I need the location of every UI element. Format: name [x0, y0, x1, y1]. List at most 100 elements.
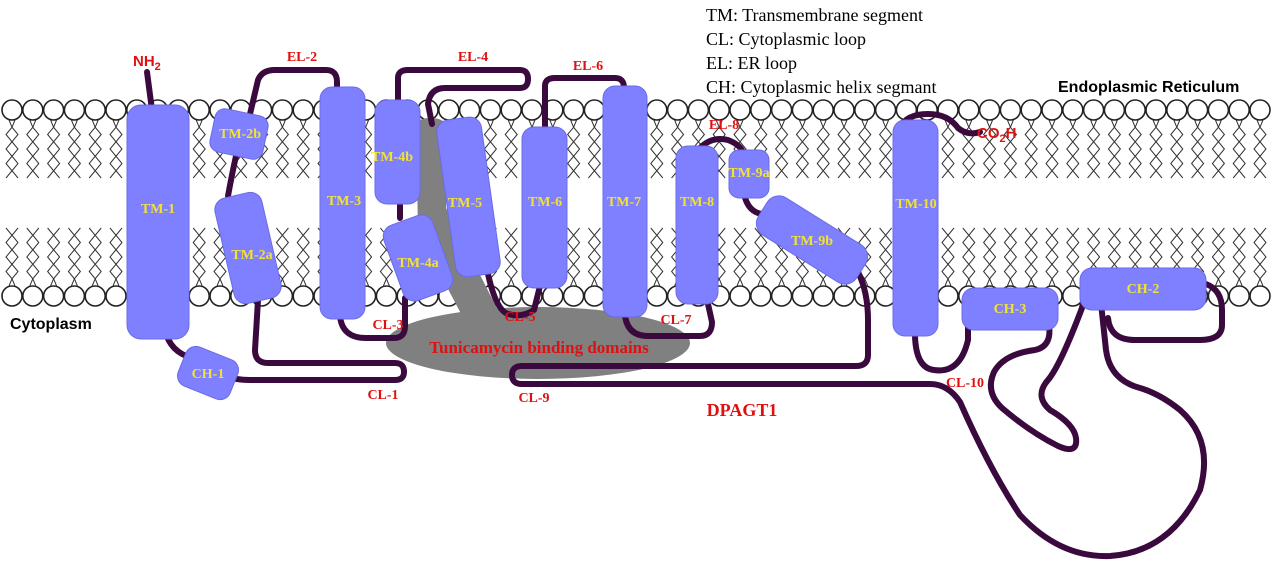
ch3-helix	[961, 287, 1059, 331]
lipid-head	[666, 99, 689, 121]
lipid-tail	[962, 227, 976, 287]
tm5-helix	[436, 116, 501, 278]
tm6-helix	[521, 126, 568, 289]
legend-el: EL: ER loop	[706, 53, 797, 73]
c-terminus-suffix: H	[1006, 125, 1017, 142]
lipid-tail	[1066, 227, 1080, 287]
lipid-head	[687, 99, 710, 121]
tm10-label: TM-10	[895, 197, 936, 212]
lipid-tail	[941, 119, 955, 179]
tm7-helix	[602, 85, 648, 318]
tm2a-helix	[214, 191, 282, 305]
helix-labels: TM-1 TM-2b TM-2a TM-3 TM-4b TM-4a TM-5 T…	[141, 127, 1159, 382]
lipid-head	[1249, 285, 1271, 307]
lipid-head	[1166, 99, 1188, 121]
cl5-label: CL-5	[504, 310, 535, 325]
lipid-tail	[5, 227, 19, 287]
lipid-tail	[982, 119, 997, 179]
tm9a-helix	[728, 149, 770, 199]
lipid-head	[521, 99, 543, 121]
lipid-tail	[1170, 119, 1184, 179]
lipid-tail	[1003, 227, 1018, 287]
lipid-head	[21, 285, 44, 307]
lipid-head	[874, 99, 897, 121]
lipid-head	[562, 285, 585, 307]
lipid-tail	[26, 119, 40, 179]
cl1-label: CL-1	[367, 388, 398, 403]
lipid-head	[833, 99, 855, 121]
lipid-head	[791, 99, 814, 121]
legend-tm: TM: Transmembrane segment	[706, 5, 923, 25]
ch3-loop-chain	[987, 281, 1089, 453]
tm2b-label: TM-2b	[219, 127, 261, 142]
lipid-head	[1020, 99, 1042, 121]
lipid-head	[770, 285, 793, 307]
lipid-tail	[982, 227, 997, 287]
tm2a-to-tm2b-chain	[225, 153, 239, 199]
loop-labels: EL-2 EL-4 EL-6 EL-8 CL-1 CL-3 CL-5 CL-7 …	[287, 50, 984, 406]
lipid-head	[1207, 99, 1230, 121]
lipid-tail	[587, 119, 602, 179]
lipid-tail	[26, 227, 40, 287]
tm10-helix	[892, 119, 939, 337]
lipid-head	[853, 99, 876, 121]
lipid-tail	[109, 227, 123, 287]
tm1-helix	[126, 104, 190, 340]
lipid-tail	[754, 227, 768, 287]
el6-chain	[542, 75, 627, 133]
lipid-head	[500, 99, 523, 121]
lipid-head	[812, 285, 835, 307]
lipid-tail	[88, 119, 102, 179]
tm5-label: TM-5	[448, 196, 482, 211]
lipid-tail	[587, 227, 602, 287]
tm4a-label: TM-4a	[397, 256, 438, 271]
lipid-head	[708, 99, 731, 121]
tm2a-label: TM-2a	[231, 248, 272, 263]
lipid-head	[937, 285, 959, 307]
lipid-head	[562, 99, 585, 121]
lipid-head	[978, 99, 1001, 121]
binding-domain-channel	[416, 118, 508, 346]
lipid-tail	[1211, 119, 1226, 179]
lipid-head	[63, 285, 86, 307]
lipid-tail	[67, 119, 82, 179]
lipid-tail	[795, 119, 810, 179]
lipid-tail	[858, 119, 872, 179]
lipid-tail	[192, 227, 206, 287]
lipid-tail	[816, 119, 830, 179]
lipid-head	[1124, 99, 1146, 121]
lipid-tail	[5, 119, 19, 179]
legend: TM: Transmembrane segment CL: Cytoplasmi…	[706, 5, 936, 97]
lipid-head	[770, 99, 793, 121]
n-terminus-subscript: 2	[155, 61, 161, 73]
lipid-tail	[650, 227, 664, 287]
lipid-head	[729, 285, 751, 307]
lipid-head	[1186, 99, 1209, 121]
tm2b-helix	[209, 108, 269, 160]
lipid-head	[479, 99, 502, 121]
n-terminus-main: NH	[133, 53, 155, 70]
lipid-head	[105, 99, 127, 121]
c-terminus-label: CO2H	[977, 125, 1016, 145]
tm4a-helix	[382, 214, 454, 302]
lipid-tail	[733, 227, 747, 287]
lipid-tail	[1253, 227, 1267, 287]
lipid-head	[1, 285, 23, 307]
lipid-head	[541, 285, 564, 307]
lipid-tail	[1024, 119, 1038, 179]
lipid-tail	[1232, 227, 1246, 287]
lipid-tail	[878, 119, 893, 179]
lipid-tail	[275, 119, 290, 179]
lipid-head	[437, 99, 460, 121]
ch2-label: CH-2	[1127, 282, 1160, 297]
lipid-tail	[1003, 119, 1018, 179]
lipid-head	[791, 285, 814, 307]
lipid-tail	[192, 119, 206, 179]
lipid-tail	[566, 227, 581, 287]
lipid-head	[645, 99, 668, 121]
cl9-label: CL-9	[518, 391, 549, 406]
cl9-chain	[509, 269, 1208, 560]
lipid-head	[645, 285, 668, 307]
lipid-tail	[1149, 119, 1163, 179]
tm3-helix	[319, 86, 366, 320]
